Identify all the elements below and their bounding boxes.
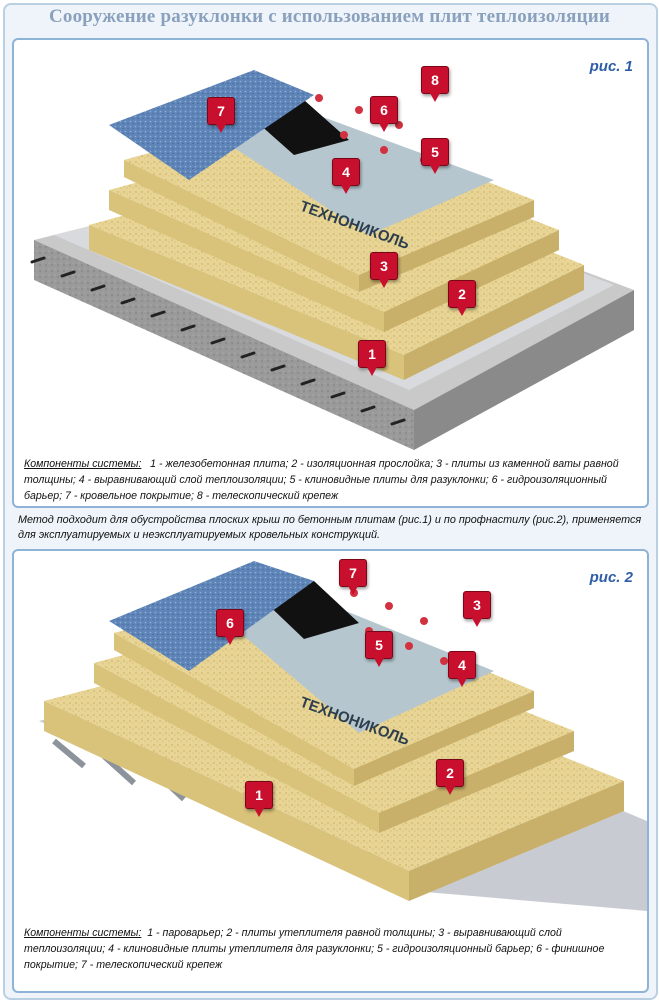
- pin-1: 1: [245, 781, 273, 817]
- finish-cover: [109, 561, 314, 671]
- wool-equal-side: [409, 781, 624, 901]
- pin-7: 7: [207, 97, 235, 133]
- slab-front: [34, 240, 414, 450]
- pin-4: 4: [448, 651, 476, 687]
- pin-6: 6: [370, 96, 398, 132]
- wool-wedge-side: [354, 691, 534, 786]
- figure-2-caption: Компоненты системы: 1 - пароварьер; 2 - …: [24, 925, 629, 973]
- pin-4: 4: [332, 158, 360, 194]
- page-title: Сооружение разуклонки с использованием п…: [48, 6, 611, 27]
- figure-1-illustration: ТЕХНОНИКОЛЬ: [30, 70, 634, 450]
- waterproof-membrane: [214, 586, 494, 733]
- figure-1-caption: Компоненты системы: 1 - железобетонная п…: [24, 456, 629, 504]
- pin-1: 1: [358, 340, 386, 376]
- wool-level-front: [94, 663, 379, 833]
- pin-8: 8: [421, 66, 449, 102]
- pin-5: 5: [365, 631, 393, 667]
- slab-side: [414, 290, 634, 450]
- figure-1-label: рис. 1: [589, 58, 633, 75]
- wool-equal-front: [89, 225, 404, 380]
- wool-wedge-front: [114, 633, 354, 786]
- wool-equal-side: [404, 265, 584, 380]
- pin-7: 7: [339, 559, 367, 595]
- figure-1-caption-head: Компоненты системы:: [24, 458, 142, 470]
- roofing-cover: [109, 70, 314, 180]
- pin-2: 2: [448, 280, 476, 316]
- wool-level-front: [109, 190, 384, 332]
- pin-3: 3: [463, 591, 491, 627]
- pin-5: 5: [421, 138, 449, 174]
- pin-3: 3: [370, 252, 398, 288]
- figure-2-caption-head: Компоненты системы:: [24, 927, 142, 939]
- pin-2: 2: [436, 759, 464, 795]
- figure-1-caption-body: 1 - железобетонная плита; 2 - изоляционн…: [24, 458, 619, 502]
- figure-2-caption-body: 1 - пароварьер; 2 - плиты утеплителя рав…: [24, 927, 605, 971]
- wool-wedge-front: [124, 160, 359, 292]
- wool-level-side: [379, 731, 574, 833]
- wool-equal-front: [44, 701, 409, 901]
- rebar-ends: [30, 256, 406, 426]
- wool-wedge-side: [359, 200, 534, 292]
- method-description: Метод подходит для обустройства плоских …: [18, 514, 642, 541]
- figure-1-panel: ТЕХНОНИКОЛЬ рис. 1 1 2 3 4 5 6 7 8 Компо…: [12, 38, 649, 508]
- figure-2-panel: ТЕХНОНИКОЛЬ рис. 2 1 2 3 4 5 6 7 Компоне…: [12, 549, 649, 993]
- pin-6: 6: [216, 609, 244, 645]
- figure-2-label: рис. 2: [589, 569, 633, 586]
- fastener-dots: [350, 589, 448, 665]
